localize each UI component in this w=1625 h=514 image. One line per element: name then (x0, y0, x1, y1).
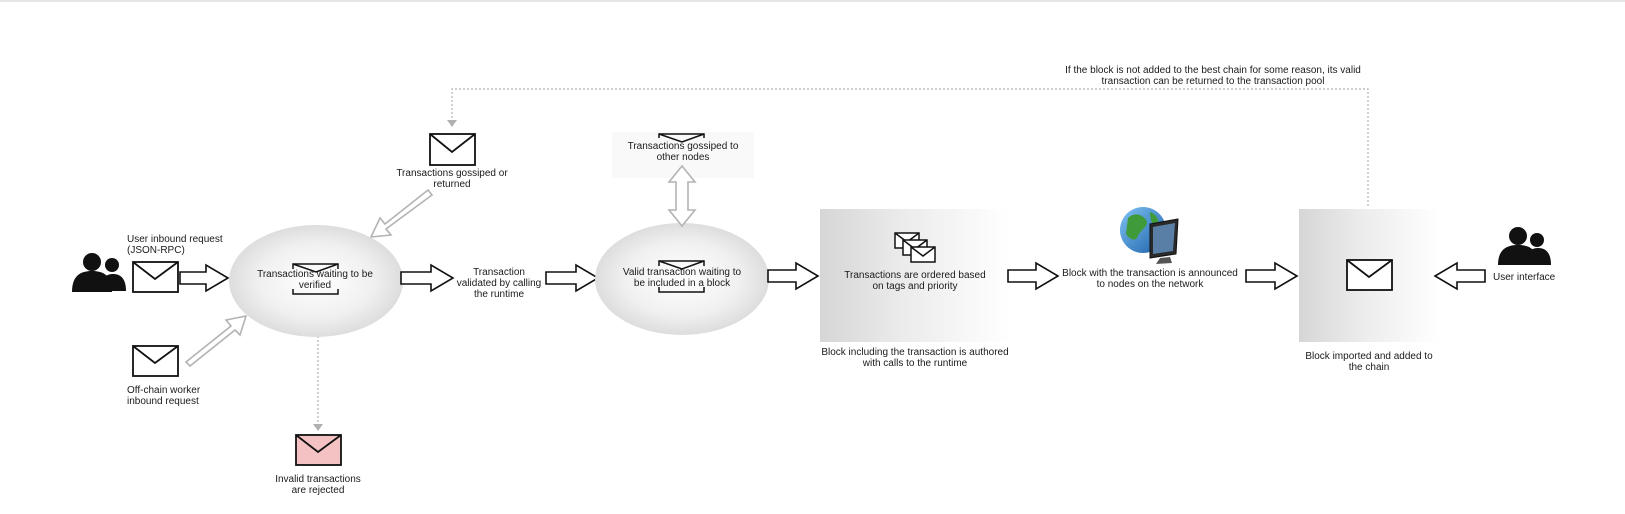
return-to-pool-dotted-path (451, 88, 1369, 206)
gossip-double-arrow (667, 164, 697, 228)
note-line-1: If the block is not added to the best ch… (1065, 65, 1361, 76)
gossiped-returned-envelope-icon (429, 133, 476, 166)
user-inbound-line-2: (JSON-RPC) (127, 245, 185, 256)
ordered-line-2: on tags and priority (872, 281, 958, 292)
invalid-line-1: Invalid transactions (275, 474, 361, 485)
validated-label: Transaction validated by calling the run… (444, 267, 554, 300)
ready-envelope-icon (658, 260, 705, 293)
pool-envelope-icon (292, 263, 339, 295)
gossiped-returned-line-1: Transactions gossiped or (396, 168, 508, 179)
valid-waiting-line-1: Valid transaction waiting to (622, 267, 742, 278)
arrow-ui-to-import (1433, 261, 1486, 291)
return-arrowhead (447, 120, 457, 127)
arrow-offchain-to-pool (184, 314, 248, 368)
stacked-envelopes-icon (894, 232, 936, 263)
arrow-validation-to-ready (545, 263, 600, 293)
arrow-announce-to-import (1245, 261, 1299, 291)
arrow-ready-to-author (767, 261, 820, 291)
invalid-label: Invalid transactions are rejected (258, 474, 378, 496)
arrow-user-to-pool (179, 263, 230, 293)
monitor-icon (1149, 218, 1179, 264)
note-line-2: transaction can be returned to the trans… (1101, 76, 1325, 87)
ready-queue-ellipse (595, 223, 769, 335)
announced-line-2: to nodes on the network (1096, 279, 1204, 290)
validated-line-3: the runtime (473, 289, 525, 300)
authored-line-1: Block including the transaction is autho… (821, 347, 1009, 358)
arrow-author-to-announce (1007, 261, 1060, 291)
ordered-label: Transactions are ordered based on tags a… (832, 270, 998, 292)
pool-waiting-line-2: verified (298, 280, 332, 291)
user-interface-text: User interface (1493, 272, 1556, 283)
import-envelope-icon (1346, 259, 1393, 291)
gossip-envelope-icon (658, 133, 705, 143)
offchain-envelope-icon (132, 345, 179, 377)
pool-waiting-line-1: Transactions waiting to be (257, 269, 373, 280)
gossiped-returned-label: Transactions gossiped or returned (382, 168, 522, 190)
user-inbound-envelope-icon (132, 261, 179, 293)
gossip-other-line-1: Transactions gossiped to (627, 141, 739, 152)
return-to-pool-note: If the block is not added to the best ch… (1038, 65, 1388, 87)
offchain-label: Off-chain worker inbound request (127, 385, 200, 407)
authored-line-2: with calls to the runtime (862, 358, 968, 369)
authored-label: Block including the transaction is autho… (800, 347, 1030, 369)
user-inbound-label: User inbound request (JSON-RPC) (127, 234, 223, 256)
user-interface-users-icon (1498, 227, 1551, 265)
arrow-pool-to-validation (400, 263, 455, 293)
block-author-box (820, 209, 1010, 342)
pool-waiting-label: Transactions waiting to be verified (245, 269, 385, 291)
gossip-other-nodes-label: Transactions gossiped to other nodes (612, 141, 754, 163)
ordered-line-1: Transactions are ordered based (844, 270, 986, 281)
gossiped-returned-line-2: returned (433, 179, 471, 190)
top-border (0, 0, 1625, 2)
validated-line-2: validated by calling (456, 278, 542, 289)
offchain-line-2: inbound request (127, 396, 199, 407)
invalid-line-2: are rejected (291, 485, 345, 496)
valid-waiting-line-2: be included in a block (633, 278, 731, 289)
valid-waiting-label: Valid transaction waiting to be included… (608, 267, 756, 289)
arrow-gossiped-to-pool (369, 188, 434, 238)
imported-line-2: the chain (1348, 362, 1390, 373)
validated-line-1: Transaction (473, 267, 525, 278)
rejected-envelope-icon (295, 434, 342, 466)
user-inbound-line-1: User inbound request (127, 234, 223, 245)
offchain-line-1: Off-chain worker (127, 385, 201, 396)
announced-label: Block with the transaction is announced … (1055, 268, 1245, 290)
imported-line-1: Block imported and added to (1305, 351, 1433, 362)
reject-arrowhead (313, 424, 323, 431)
transaction-pool-ellipse (229, 225, 403, 337)
user-interface-label: User interface (1493, 272, 1555, 283)
announced-line-1: Block with the transaction is announced (1062, 268, 1238, 279)
gossip-other-line-2: other nodes (656, 152, 710, 163)
imported-label: Block imported and added to the chain (1299, 351, 1439, 373)
users-icon (72, 253, 126, 292)
